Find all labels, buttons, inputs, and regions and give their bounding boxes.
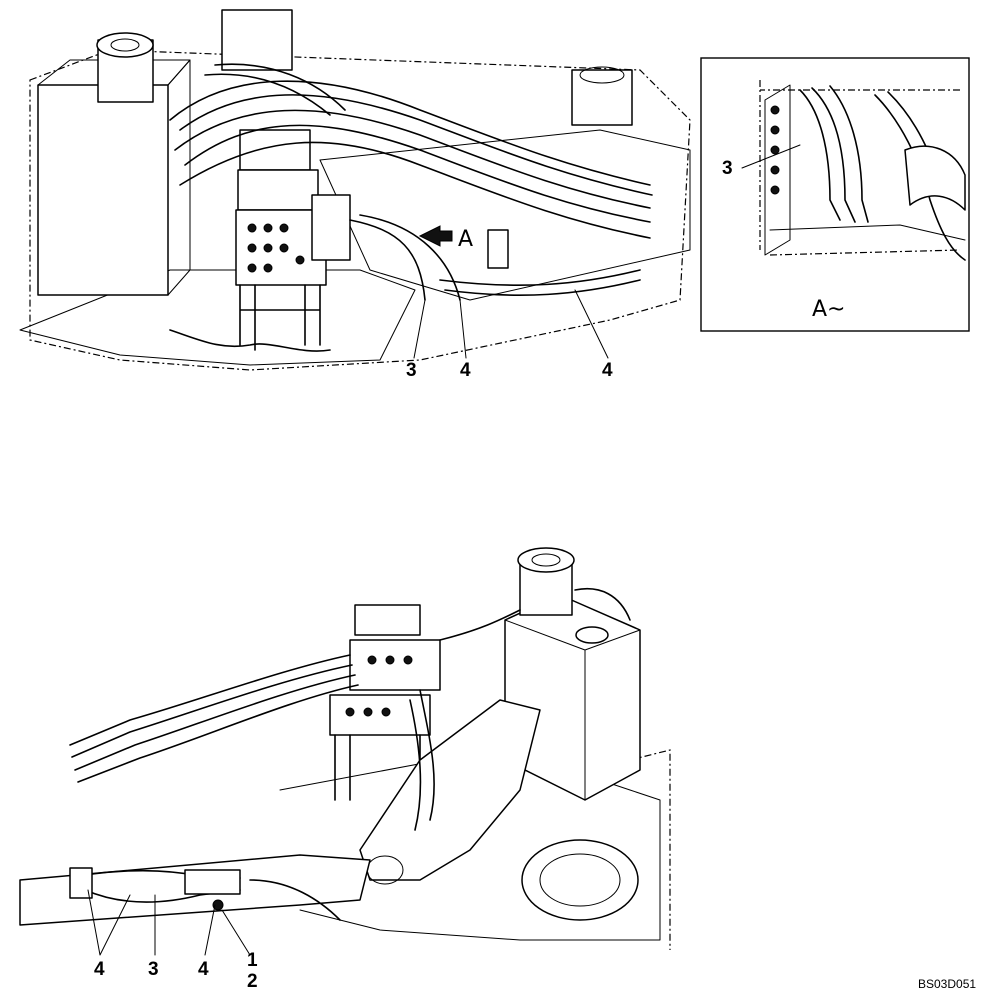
tank-port-flange bbox=[96, 32, 154, 58]
side-valve bbox=[311, 194, 351, 261]
lower-tank-cap bbox=[575, 626, 609, 644]
tank-side bbox=[167, 59, 191, 296]
callout-2-bottom: 2 bbox=[247, 971, 258, 992]
lower-frame-edge bbox=[629, 749, 671, 950]
callout-3-bottom: 3 bbox=[148, 959, 159, 980]
drawing-code: BS03D051 bbox=[918, 977, 976, 991]
view-a-arrow-label: A bbox=[458, 227, 473, 252]
swing-ring bbox=[521, 839, 639, 921]
hydraulic-tank bbox=[37, 84, 169, 296]
hose-4-top-right-b bbox=[444, 279, 641, 296]
frame-outline bbox=[29, 49, 691, 371]
hose-bundle-bottom bbox=[69, 588, 631, 831]
boom-arm bbox=[319, 129, 691, 301]
lower-valve-mid bbox=[349, 639, 441, 691]
hose-bottom-run bbox=[249, 879, 341, 921]
lower-tank-flange bbox=[517, 547, 575, 573]
hose-4-top-right bbox=[439, 269, 641, 286]
valve-section-top bbox=[239, 129, 311, 171]
detail-title: A~ bbox=[812, 297, 845, 322]
valve-stand bbox=[239, 284, 321, 351]
bottom-fitting-bolt bbox=[212, 899, 224, 911]
detail-drawing bbox=[759, 80, 966, 261]
leader-3-detail bbox=[741, 144, 801, 169]
callout-4-top-right: 4 bbox=[602, 360, 613, 381]
floor-plate bbox=[19, 269, 416, 366]
hose-3-top bbox=[349, 219, 426, 301]
callout-3-detail: 3 bbox=[722, 158, 733, 179]
top-assembly-view: A 3 4 4 bbox=[19, 9, 691, 381]
leader-3-top bbox=[413, 299, 426, 359]
hose-fitting bbox=[487, 229, 509, 269]
bottom-clamp bbox=[69, 867, 93, 899]
leader-4-top-left bbox=[459, 299, 467, 359]
right-bracket-bore bbox=[579, 66, 625, 84]
leader-4-top-right bbox=[574, 289, 609, 359]
callout-4-bottom-right: 4 bbox=[198, 959, 209, 980]
valve-fittings bbox=[247, 223, 305, 273]
valve-section-mid bbox=[237, 169, 319, 211]
bottom-assembly-view: 4 3 4 1 2 bbox=[19, 547, 671, 992]
view-a-arrow-icon bbox=[418, 225, 453, 247]
lower-valve-fittings bbox=[345, 655, 413, 717]
hose-3-bottom bbox=[84, 889, 241, 903]
leader-1-2-bottom bbox=[221, 909, 251, 956]
callout-1-bottom: 1 bbox=[247, 950, 258, 971]
hose-bundle-top bbox=[169, 63, 653, 239]
lower-valve-top bbox=[354, 604, 421, 636]
callout-4-top-left: 4 bbox=[460, 360, 471, 381]
bottom-valve-block bbox=[184, 869, 241, 895]
callout-4-bottom-left: 4 bbox=[94, 959, 105, 980]
tank-port-bore bbox=[110, 38, 140, 52]
lower-tank-edges bbox=[504, 619, 641, 801]
detail-view-a: 3 A~ bbox=[700, 57, 970, 332]
upper-bracket bbox=[221, 9, 293, 71]
hose-4-top-left bbox=[359, 214, 461, 301]
callout-3-top: 3 bbox=[406, 360, 417, 381]
swing-ring-inner bbox=[539, 853, 621, 907]
right-bracket bbox=[571, 69, 633, 126]
plate-edge bbox=[169, 329, 331, 352]
lower-tank-bore bbox=[531, 553, 561, 567]
leader-4-bottom-left bbox=[87, 889, 131, 956]
leader-4-bottom-right bbox=[204, 904, 216, 956]
